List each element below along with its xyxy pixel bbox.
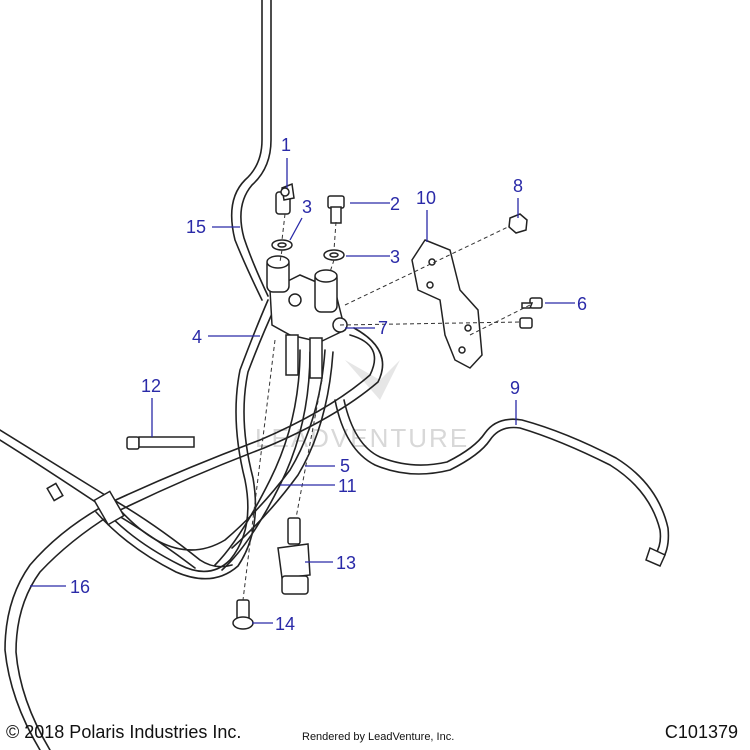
assembly-guide-lines (242, 213, 531, 601)
callout-16[interactable]: 16 (70, 577, 90, 597)
callout-3a[interactable]: 3 (302, 197, 312, 217)
bolt-6 (519, 297, 543, 329)
callout-2[interactable]: 2 (390, 194, 400, 214)
copyright-text: © 2018 Polaris Industries Inc. (6, 722, 242, 742)
callout-11[interactable]: 11 (338, 476, 357, 496)
rendered-by-text: Rendered by LeadVenture, Inc. (302, 731, 455, 743)
callout-13[interactable]: 13 (336, 553, 356, 573)
callout-7[interactable]: 7 (378, 318, 388, 338)
callout-10[interactable]: 10 (416, 188, 436, 208)
bleeder-1 (275, 182, 295, 215)
brake-line-9 (334, 399, 670, 567)
valve-assembly-7 (266, 255, 348, 379)
bolt-14 (232, 599, 254, 630)
callout-9[interactable]: 9 (510, 378, 520, 398)
brake-line-11 (119, 349, 334, 551)
brake-line-15 (230, 0, 272, 301)
bolt-12 (126, 436, 195, 450)
washer-3a-inner (277, 242, 287, 248)
diagram-id: C101379 (664, 722, 738, 742)
washer-3b-inner (329, 252, 339, 258)
callout-15[interactable]: 15 (186, 217, 206, 237)
bracket-10 (411, 239, 483, 369)
callout-4[interactable]: 4 (192, 327, 202, 347)
callout-8[interactable]: 8 (513, 176, 523, 196)
callout-5[interactable]: 5 (340, 456, 350, 476)
hose-clip (46, 482, 125, 526)
leader-lines (30, 158, 575, 624)
callout-1[interactable]: 1 (281, 135, 291, 155)
brake-line-crossing (104, 327, 384, 515)
banjo-bolt-2 (327, 195, 345, 224)
callout-3b[interactable]: 3 (390, 247, 400, 267)
callout-labels: 1 2 3 3 4 5 6 7 8 9 10 11 12 13 14 15 16 (70, 135, 587, 634)
callout-14[interactable]: 14 (275, 614, 295, 634)
callout-6[interactable]: 6 (577, 294, 587, 314)
watermark-logo-icon (345, 360, 400, 400)
fitting-13 (277, 517, 311, 595)
brake-line-16 (0, 429, 233, 750)
callout-12[interactable]: 12 (141, 376, 161, 396)
nut-8 (508, 213, 528, 234)
